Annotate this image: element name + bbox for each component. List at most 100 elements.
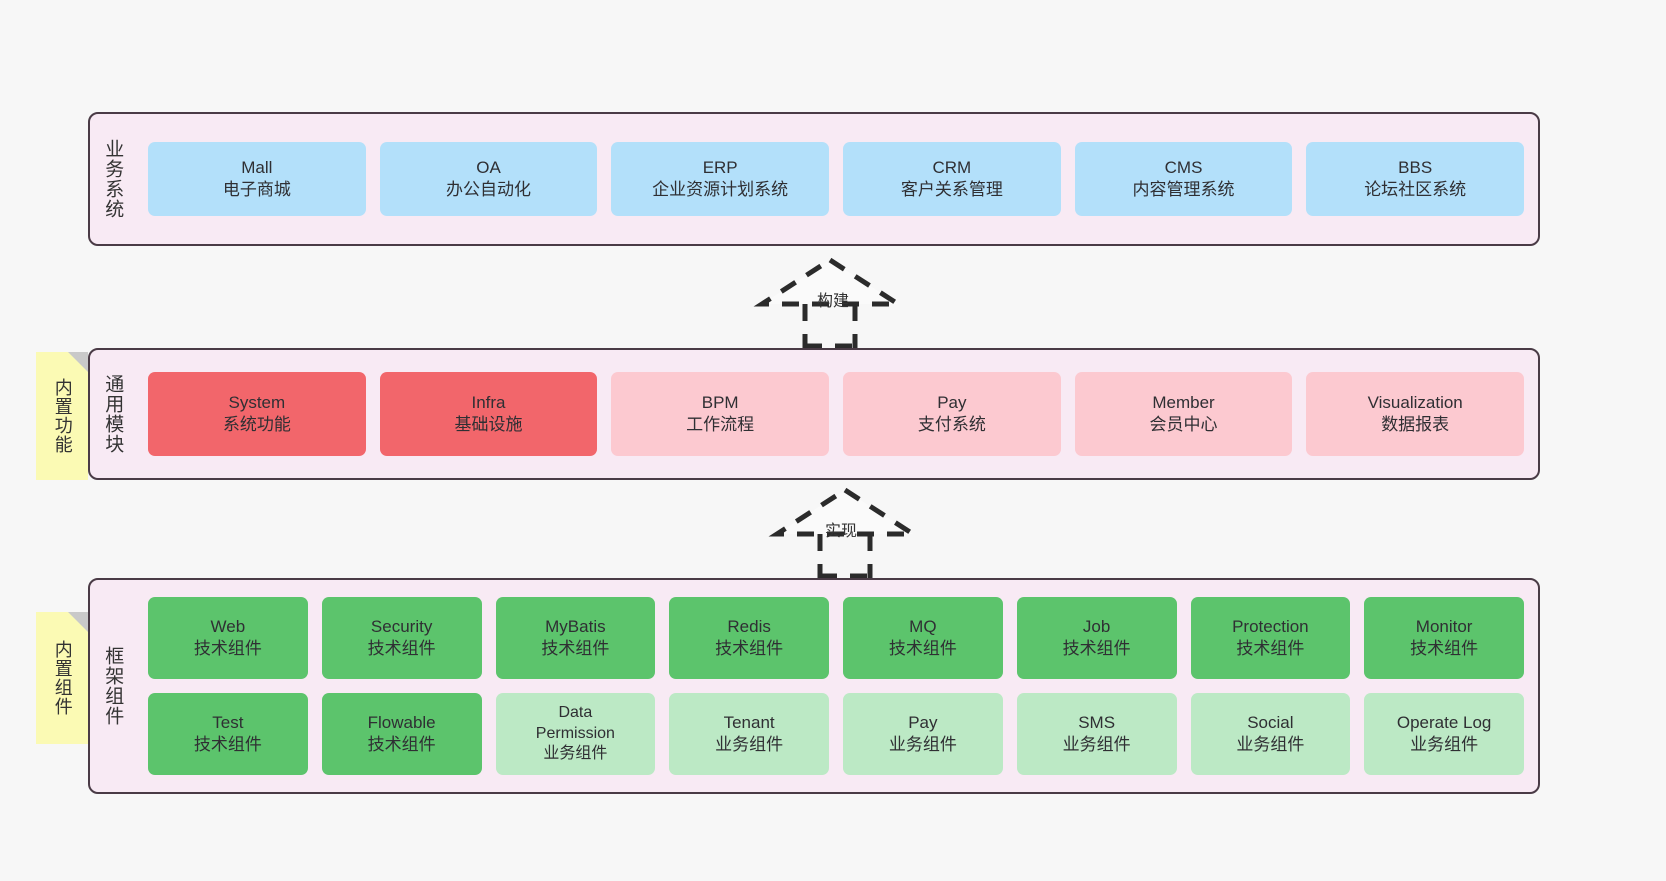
node-subtitle: 内容管理系统: [1132, 180, 1235, 199]
node-security[interactable]: Security 技术组件: [321, 597, 482, 679]
node-title: BPM: [701, 393, 739, 413]
node-subtitle: 数据报表: [1381, 415, 1450, 434]
node-subtitle: 基础设施: [454, 415, 523, 434]
node-subtitle: 技术组件: [1410, 639, 1479, 658]
layer-business-systems: 业务系统 Mall 电子商城 OA 办公自动化 ERP 企业资源计划系统 CRM…: [88, 112, 1540, 246]
node-subtitle: 技术组件: [715, 639, 784, 658]
layer-framework-components: 框架组件 Web 技术组件 Security 技术组件 MyBatis 技术组件…: [88, 578, 1540, 794]
row-common-modules: System 系统功能 Infra 基础设施 BPM 工作流程 Pay 支付系统…: [148, 372, 1525, 456]
node-subtitle: 技术组件: [193, 639, 262, 658]
node-member[interactable]: Member 会员中心: [1074, 372, 1293, 456]
node-pay-module[interactable]: Pay 支付系统: [843, 372, 1061, 456]
node-subtitle: 客户关系管理: [900, 180, 1003, 199]
node-subtitle: 业务组件: [1236, 735, 1305, 754]
node-system[interactable]: System 系统功能: [148, 372, 366, 456]
node-mq[interactable]: MQ 技术组件: [843, 597, 1003, 679]
node-subtitle: 企业资源计划系统: [652, 180, 789, 199]
node-title: Test: [212, 713, 244, 733]
node-bbs[interactable]: BBS 论坛社区系统: [1306, 142, 1525, 216]
sticky-note-builtin-functions: 内置功能: [36, 352, 88, 480]
node-subtitle: 业务组件: [543, 745, 608, 763]
node-subtitle: 业务组件: [715, 735, 784, 754]
node-title: ERP: [702, 158, 738, 178]
node-title: Operate Log: [1396, 713, 1492, 733]
node-title: Job: [1082, 617, 1111, 637]
node-title: Protection: [1232, 617, 1309, 637]
node-mybatis[interactable]: MyBatis 技术组件: [495, 597, 656, 679]
node-subtitle: 业务组件: [1410, 735, 1479, 754]
node-social[interactable]: Social 业务组件: [1190, 693, 1351, 775]
node-subtitle: 技术组件: [193, 735, 262, 754]
node-title: BBS: [1398, 158, 1433, 178]
node-subtitle: 支付系统: [917, 415, 986, 434]
node-sms[interactable]: SMS 业务组件: [1016, 693, 1177, 775]
sticky-fold-corner-icon: [68, 352, 88, 372]
node-subtitle: 技术组件: [888, 639, 957, 658]
node-data-permission[interactable]: Data Permission 业务组件: [495, 693, 656, 775]
node-title: CRM: [932, 158, 972, 178]
node-title: MyBatis: [545, 617, 606, 637]
node-monitor[interactable]: Monitor 技术组件: [1364, 597, 1524, 679]
node-subtitle: 技术组件: [541, 639, 610, 658]
node-job[interactable]: Job 技术组件: [1016, 597, 1177, 679]
node-operate-log[interactable]: Operate Log 业务组件: [1364, 693, 1524, 775]
generalization-arrow-icon: [768, 487, 922, 579]
node-subtitle: 业务组件: [888, 735, 957, 754]
node-subtitle: 电子商城: [222, 180, 291, 199]
node-erp[interactable]: ERP 企业资源计划系统: [611, 142, 830, 216]
node-visualization[interactable]: Visualization 数据报表: [1306, 372, 1525, 456]
node-subtitle: 技术组件: [1062, 639, 1131, 658]
node-redis[interactable]: Redis 技术组件: [669, 597, 829, 679]
node-title: Redis: [727, 617, 771, 637]
node-title: Pay: [937, 393, 967, 413]
sticky-fold-corner-icon: [68, 612, 88, 632]
node-title: Web: [210, 617, 246, 637]
node-web[interactable]: Web 技术组件: [148, 597, 308, 679]
node-subtitle: 业务组件: [1062, 735, 1131, 754]
node-title: Infra: [471, 393, 506, 413]
node-test[interactable]: Test 技术组件: [148, 693, 308, 775]
node-subtitle: 技术组件: [367, 735, 436, 754]
node-pay-component[interactable]: Pay 业务组件: [843, 693, 1003, 775]
node-title: CMS: [1164, 158, 1203, 178]
layer-label-framework-components: 框架组件: [102, 646, 124, 726]
node-title: Flowable: [367, 713, 436, 733]
row-framework-tech: Web 技术组件 Security 技术组件 MyBatis 技术组件 Redi…: [148, 597, 1524, 679]
node-title: Member: [1152, 393, 1215, 413]
node-oa[interactable]: OA 办公自动化: [379, 142, 598, 216]
node-tenant[interactable]: Tenant 业务组件: [669, 693, 829, 775]
node-title: SMS: [1078, 713, 1116, 733]
node-title: Data: [558, 704, 593, 722]
node-protection[interactable]: Protection 技术组件: [1190, 597, 1351, 679]
node-subtitle: 系统功能: [222, 415, 291, 434]
generalization-arrow-icon: [753, 257, 907, 349]
node-title: MQ: [909, 617, 937, 637]
row-framework-business: Test 技术组件 Flowable 技术组件 Data Permission …: [148, 693, 1524, 775]
row-business-systems: Mall 电子商城 OA 办公自动化 ERP 企业资源计划系统 CRM 客户关系…: [148, 142, 1525, 216]
layer-label-business-systems: 业务系统: [102, 139, 124, 219]
node-crm[interactable]: CRM 客户关系管理: [843, 142, 1061, 216]
connector-implement: 实现: [768, 486, 922, 579]
node-infra[interactable]: Infra 基础设施: [379, 372, 598, 456]
node-title: Mall: [241, 158, 273, 178]
node-title: Pay: [908, 713, 938, 733]
node-subtitle: 技术组件: [1236, 639, 1305, 658]
node-title: Social: [1247, 713, 1294, 733]
layer-body-framework-components: Web 技术组件 Security 技术组件 MyBatis 技术组件 Redi…: [134, 580, 1538, 792]
sticky-note-builtin-components: 内置组件: [36, 612, 88, 744]
node-subtitle: 工作流程: [686, 415, 755, 434]
layer-label-common-modules: 通用模块: [102, 374, 124, 454]
node-bpm[interactable]: BPM 工作流程: [611, 372, 830, 456]
node-mall[interactable]: Mall 电子商城: [148, 142, 366, 216]
node-subtitle: 论坛社区系统: [1364, 180, 1467, 199]
layer-body-business-systems: Mall 电子商城 OA 办公自动化 ERP 企业资源计划系统 CRM 客户关系…: [134, 114, 1538, 244]
node-title: OA: [476, 158, 501, 178]
connector-build: 构建: [753, 256, 907, 349]
node-subtitle: 办公自动化: [446, 180, 531, 199]
node-flowable[interactable]: Flowable 技术组件: [321, 693, 482, 775]
node-cms[interactable]: CMS 内容管理系统: [1074, 142, 1293, 216]
node-title: Security: [370, 617, 433, 637]
sticky-note-label: 内置组件: [52, 640, 73, 716]
node-title: Tenant: [723, 713, 775, 733]
